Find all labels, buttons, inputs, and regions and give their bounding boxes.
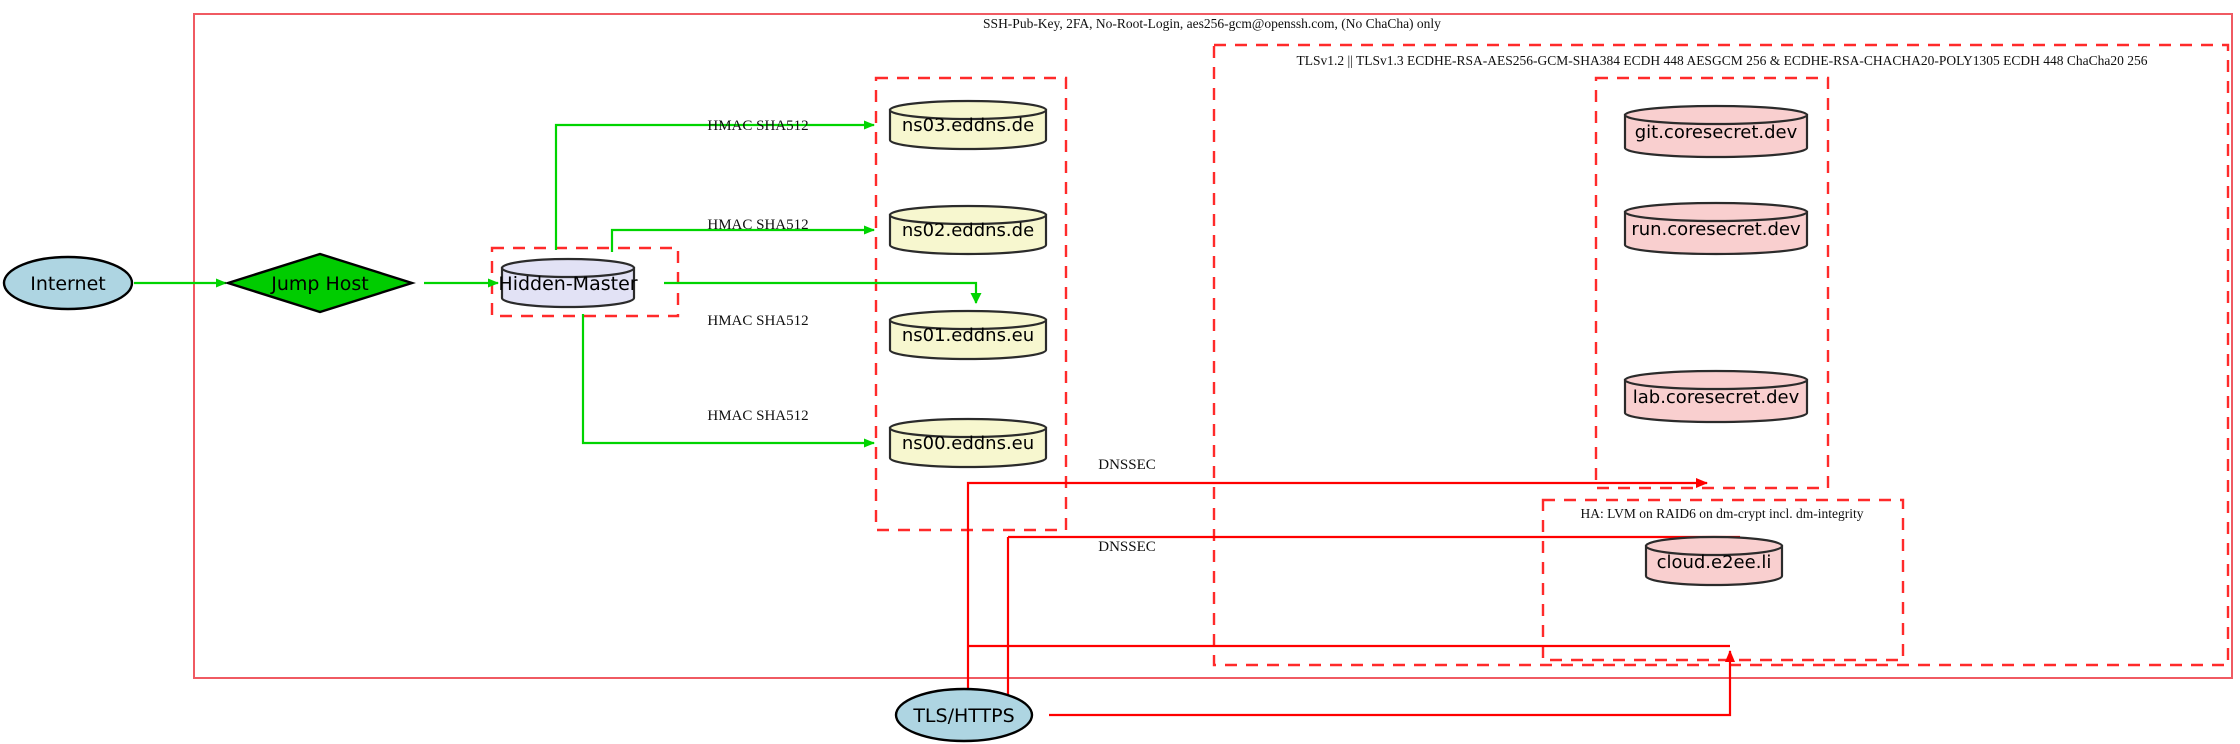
edge-hiddenmaster-ns03 [554,120,875,250]
node-cloud-e2ee[interactable]: cloud.e2ee.li [1644,535,1784,587]
tls-zone-boundary [1212,43,2230,667]
node-ns00-label: ns00.eddns.eu [902,433,1034,454]
ha-zone-boundary [1541,498,1905,662]
node-ns01-label: ns01.eddns.eu [902,325,1034,346]
edge-hiddenmaster-ns01 [664,281,982,304]
node-internet[interactable]: Internet [2,255,134,311]
edge-label-hmac-ns00: HMAC SHA512 [707,408,808,424]
node-hidden-master-label: Hidden-Master [498,273,637,295]
node-ns02[interactable]: ns02.eddns.de [888,204,1048,256]
edge-label-hmac-ns01: HMAC SHA512 [707,313,808,329]
node-internet-label: Internet [30,273,105,295]
node-tls-https[interactable]: TLS/HTTPS [894,687,1034,743]
edge-tlshttps-cloud [1049,650,1735,717]
edge-hiddenmaster-ns00 [581,314,875,448]
node-ns02-label: ns02.eddns.de [902,220,1034,241]
ssh-zone-boundary [193,13,2233,679]
edge-label-dnssec-lower: DNSSEC [1098,539,1156,555]
edge-label-hmac-ns02: HMAC SHA512 [707,217,808,233]
node-ns03-label: ns03.eddns.de [902,115,1034,136]
node-run-label: run.coresecret.dev [1631,219,1801,240]
dns-zone-boundary [874,76,1068,532]
tls-zone-label: TLSv1.2 || TLSv1.3 ECDHE-RSA-AES256-GCM-… [1297,53,2148,68]
node-ns03[interactable]: ns03.eddns.de [888,99,1048,151]
edge-label-hmac-ns03: HMAC SHA512 [707,118,808,134]
node-ns00[interactable]: ns00.eddns.eu [888,417,1048,469]
ssh-zone-label: SSH-Pub-Key, 2FA, No-Root-Login, aes256-… [983,16,1441,31]
node-tls-https-label: TLS/HTTPS [912,705,1014,727]
ha-zone-label: HA: LVM on RAID6 on dm-crypt incl. dm-in… [1581,506,1864,521]
edge-label-dnssec-upper: DNSSEC [1098,457,1156,473]
node-git-label: git.coresecret.dev [1635,122,1798,143]
edge-dnssec-upper [966,478,1708,700]
node-lab-coresecret[interactable]: lab.coresecret.dev [1623,369,1809,424]
node-run-coresecret[interactable]: run.coresecret.dev [1623,201,1809,256]
node-jump-host[interactable]: Jump Host [224,252,416,314]
coresecret-zone-boundary [1594,76,1830,490]
node-hidden-master[interactable]: Hidden-Master [498,257,638,309]
node-jump-host-label: Jump Host [270,273,369,295]
node-git-coresecret[interactable]: git.coresecret.dev [1623,104,1809,159]
node-lab-label: lab.coresecret.dev [1633,387,1800,408]
node-cloud-label: cloud.e2ee.li [1657,552,1772,573]
node-ns01[interactable]: ns01.eddns.eu [888,309,1048,361]
edge-hiddenmaster-ns02 [610,225,875,252]
